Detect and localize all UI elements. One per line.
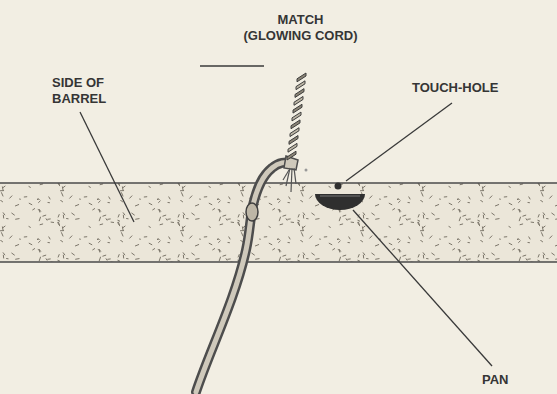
leader-line — [200, 65, 264, 66]
barrel-edge — [0, 261, 557, 263]
pan-symbol — [315, 194, 365, 210]
serpentine-jaw — [284, 156, 298, 170]
serpentine-lever — [196, 163, 292, 392]
part-label: PAN — [482, 372, 542, 388]
match-cord — [283, 73, 308, 192]
barrel-side — [0, 183, 557, 262]
barrel-texture — [0, 183, 557, 262]
cord-strand — [291, 168, 292, 192]
barrel-edge — [0, 182, 557, 184]
pivot-pin — [246, 203, 258, 221]
leader-line — [80, 112, 134, 222]
touch-hole-symbol — [335, 183, 342, 190]
part-label: MATCH (GLOWING CORD) — [242, 12, 359, 44]
leader-line — [353, 210, 492, 366]
part-label: TOUCH-HOLE — [412, 80, 522, 96]
serpentine-outline — [196, 163, 292, 392]
glow-spark — [305, 169, 308, 172]
cord-twist — [297, 73, 306, 82]
cord-strand — [294, 168, 296, 184]
part-label: SIDE OF BARREL — [52, 75, 142, 107]
cord-strand — [283, 170, 289, 180]
pan-rim — [320, 196, 360, 197]
leader-line — [346, 103, 452, 181]
